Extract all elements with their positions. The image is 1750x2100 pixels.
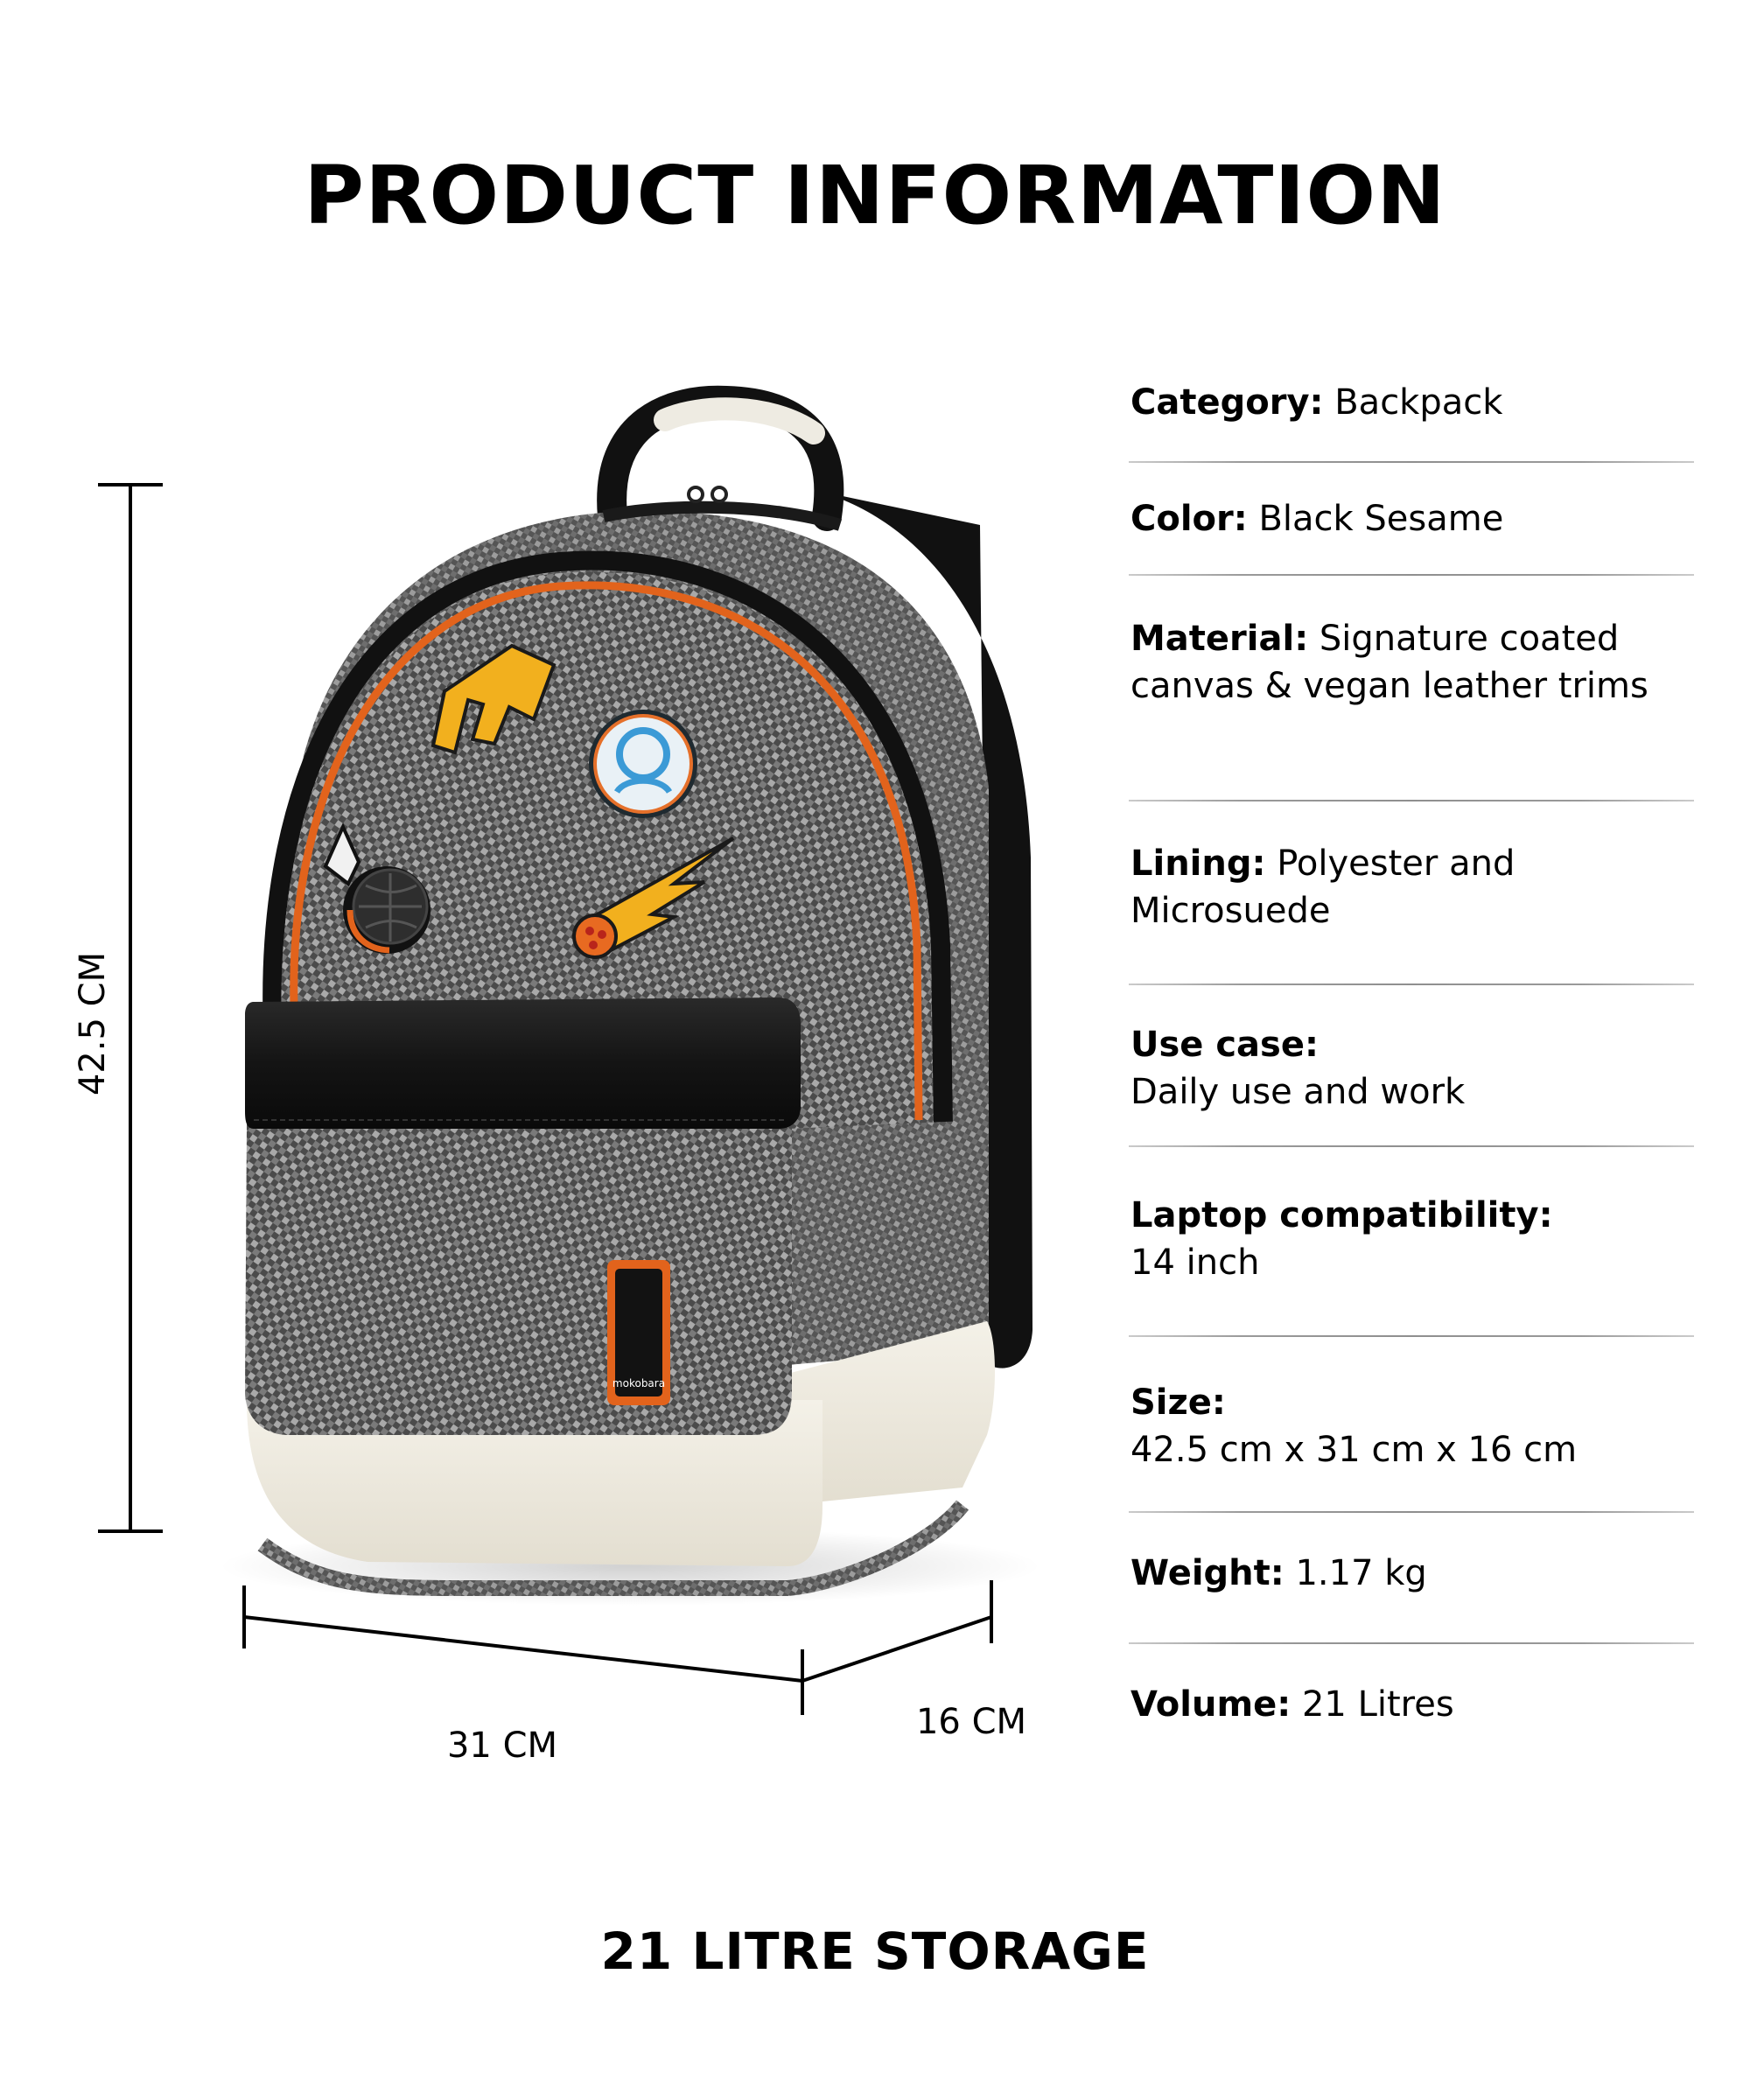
spec-value: Daily use and work: [1130, 1072, 1466, 1112]
brand-tag-text: mokobara: [612, 1377, 665, 1390]
m-letter-patch: [430, 643, 556, 755]
spec-value: 14 inch: [1130, 1242, 1260, 1283]
spec-value: 42.5 cm x 31 cm x 16 cm: [1130, 1430, 1578, 1470]
top-zipper: [602, 500, 843, 531]
spec-laptop-compatibility: Laptop compatibility: 14 inch: [1130, 1192, 1734, 1286]
spec-category: Category: Backpack: [1130, 379, 1734, 426]
pocket-leather-band: [245, 998, 801, 1129]
spec-value: Black Sesame: [1258, 499, 1504, 539]
divider: [1129, 1642, 1694, 1644]
width-label: 31 CM: [446, 1726, 558, 1766]
spec-key: Material:: [1130, 619, 1309, 659]
spec-value: 21 Litres: [1301, 1684, 1454, 1725]
base-bottom-edge: [257, 1500, 970, 1596]
orange-piping: [290, 581, 923, 1121]
side-panel: [788, 1120, 989, 1365]
spec-key: Use case:: [1130, 1025, 1319, 1065]
side-base: [788, 1321, 995, 1505]
astronaut-patch: [589, 710, 697, 818]
rocket-planet-patch: [323, 822, 430, 954]
spec-value: 1.17 kg: [1295, 1553, 1427, 1593]
spec-value: Signature coated canvas & vegan leather …: [1130, 619, 1648, 706]
cream-base: [247, 1400, 822, 1566]
spec-key: Category:: [1130, 382, 1324, 423]
spec-key: Color:: [1130, 499, 1248, 539]
spec-key: Volume:: [1130, 1684, 1292, 1725]
spec-lining: Lining: Polyester and Microsuede: [1130, 840, 1620, 934]
divider: [1129, 1335, 1694, 1337]
divider: [1129, 1511, 1694, 1513]
height-dimension-line: [98, 483, 163, 1533]
zipper-pull-icon: [687, 486, 704, 503]
spec-value: Backpack: [1334, 382, 1503, 423]
spec-key: Weight:: [1130, 1553, 1284, 1593]
zipper-pull-icon: [710, 486, 728, 503]
divider: [1129, 1145, 1694, 1147]
divider: [1129, 800, 1694, 802]
front-panel-rim: [262, 550, 953, 1130]
spec-weight: Weight: 1.17 kg: [1130, 1550, 1734, 1597]
front-pocket: [245, 1124, 792, 1435]
spec-key: Lining:: [1130, 844, 1266, 884]
page-title: PRODUCT INFORMATION: [304, 149, 1446, 242]
spec-volume: Volume: 21 Litres: [1130, 1681, 1734, 1728]
divider: [1129, 574, 1694, 576]
spec-key: Laptop compatibility:: [1130, 1195, 1553, 1236]
top-handle: [597, 385, 844, 531]
spec-material: Material: Signature coated canvas & vega…: [1130, 615, 1708, 710]
width-depth-dimension-lines: [242, 1580, 993, 1715]
spec-color: Color: Black Sesame: [1130, 495, 1734, 542]
divider: [1129, 984, 1694, 985]
spec-value: Polyester and Microsuede: [1130, 844, 1516, 931]
storage-caption: 21 LITRE STORAGE: [600, 1922, 1150, 1981]
brand-tag: [607, 1260, 670, 1405]
spec-key: Size:: [1130, 1382, 1226, 1423]
comet-patch: [572, 836, 735, 959]
depth-label: 16 CM: [915, 1702, 1027, 1742]
spec-size: Size: 42.5 cm x 31 cm x 16 cm: [1130, 1379, 1734, 1474]
spec-use-case: Use case: Daily use and work: [1130, 1021, 1734, 1116]
divider: [1129, 461, 1694, 463]
